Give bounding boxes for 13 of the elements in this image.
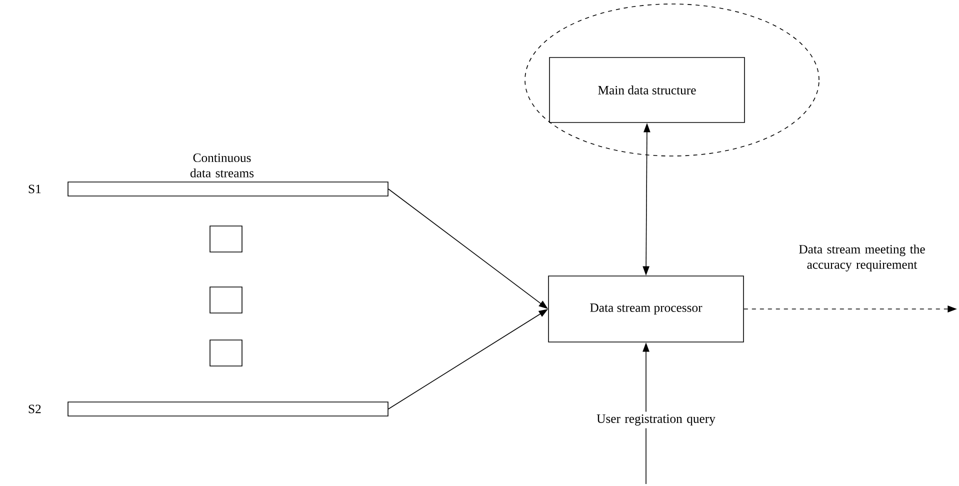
- small-box: [210, 340, 242, 366]
- stream-bar: [68, 182, 388, 196]
- small-box: [210, 226, 242, 252]
- stream-label: S2: [28, 404, 41, 414]
- dashed-ellipse: [524, 4, 820, 156]
- caption-text: Continuous data streams: [190, 154, 254, 178]
- process-box: Data stream processor: [548, 276, 744, 342]
- edge-label: Data stream meeting the accuracy requirement: [799, 244, 925, 272]
- stream-bar: [68, 402, 388, 416]
- small-box: [210, 286, 242, 314]
- data-structure-box: Main data structure: [549, 57, 745, 123]
- edge-label: User registration query: [596, 414, 716, 426]
- stream-label: S1: [28, 184, 41, 194]
